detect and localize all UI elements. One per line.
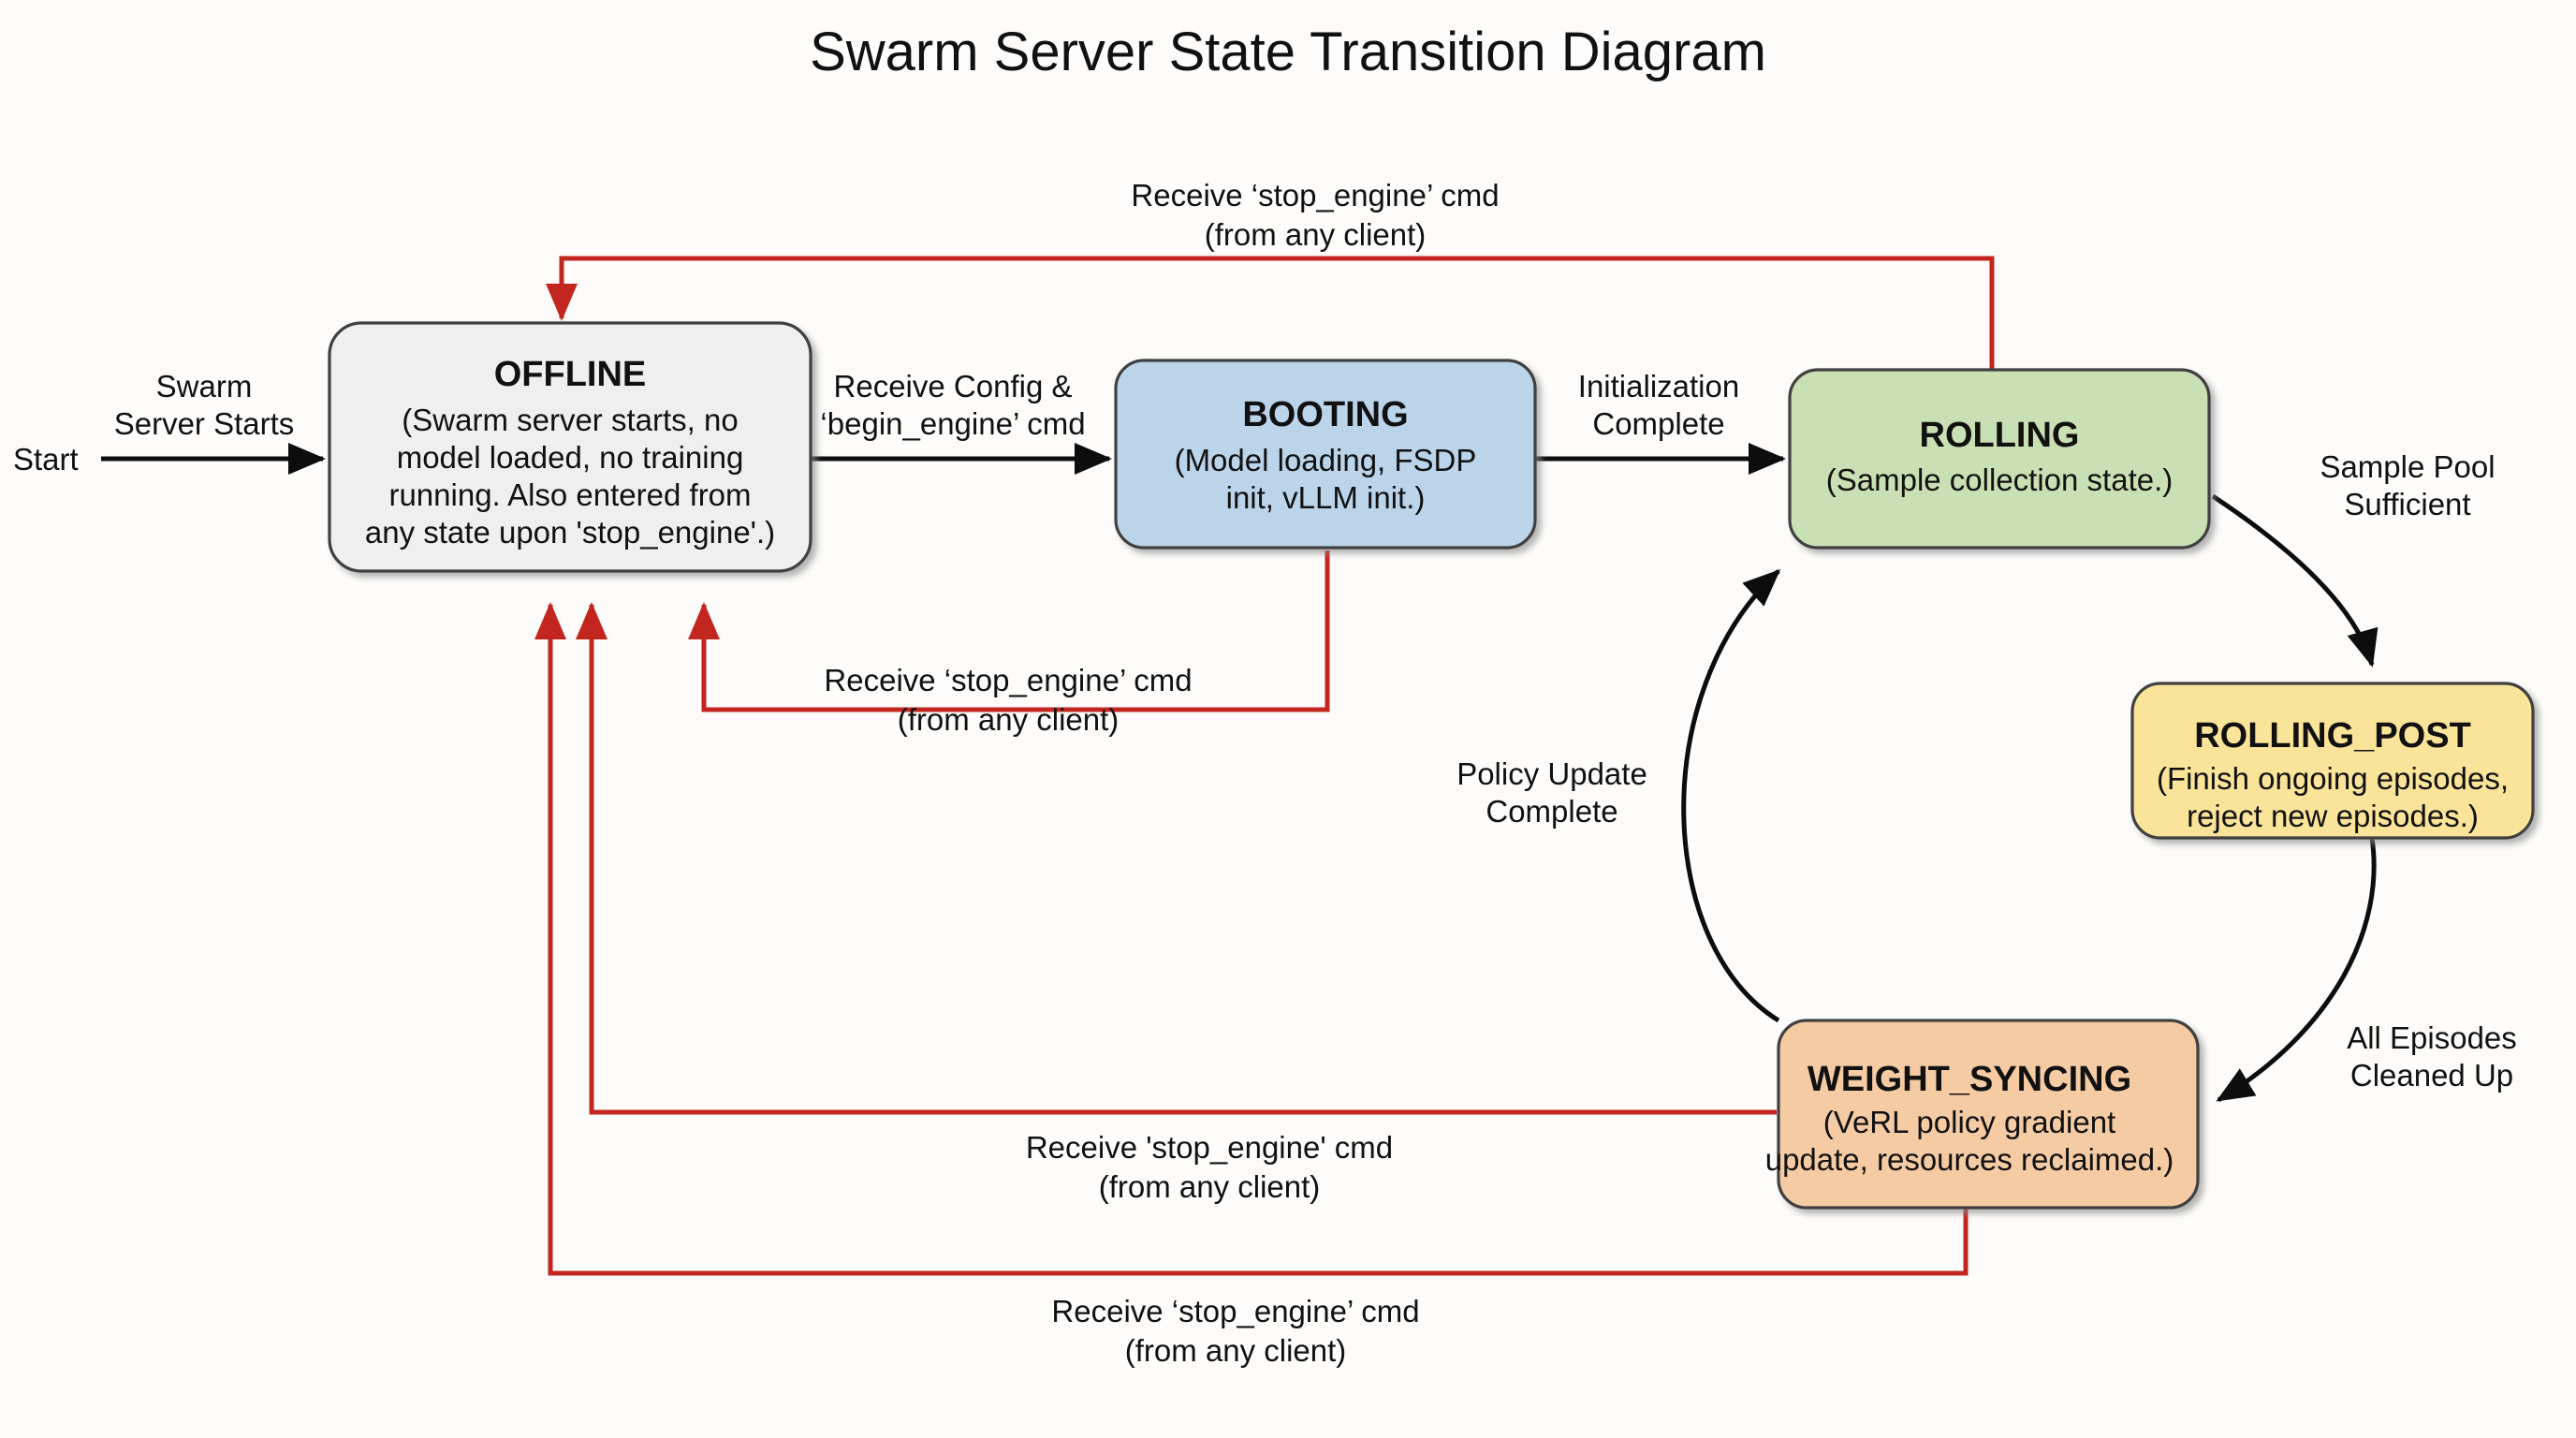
edge-weight-syncing-to-offline-stop-lower: [534, 602, 1969, 1276]
edge-rolling-post-to-weight-syncing: [2216, 837, 2377, 1103]
offline-box[interactable]: [328, 321, 812, 573]
label-booting-to-offline-stop-line-2: (from any client): [898, 702, 1120, 737]
state-node-offline[interactable]: OFFLINE (Swarm server starts, no model l…: [328, 321, 812, 573]
label-offline-to-booting-line-2: ‘begin_engine’ cmd: [820, 406, 1085, 441]
edge-weight-syncing-to-rolling: [1681, 568, 1781, 1023]
page-title: Swarm Server State Transition Diagram: [810, 22, 1766, 82]
booting-box[interactable]: [1114, 359, 1537, 550]
offline-title: OFFLINE: [494, 355, 647, 394]
label-rolling-to-rolling-post-line-1: Sample Pool: [2320, 449, 2495, 484]
edge-weight-syncing-to-offline-stop: [575, 602, 1777, 1115]
label-rolling-to-rolling-post-line-2: Sufficient: [2344, 487, 2470, 521]
offline-desc-line-2: model loaded, no training: [397, 440, 744, 475]
weight-syncing-desc-line-1: (VeRL policy gradient: [1823, 1105, 2115, 1139]
rolling-title: ROLLING: [1920, 416, 2080, 455]
label-rolling-to-offline-stop-line-2: (from any client): [1205, 217, 1427, 252]
rolling-post-desc-line-1: (Finish ongoing episodes,: [2157, 761, 2509, 796]
offline-desc-line-1: (Swarm server starts, no: [402, 403, 738, 437]
state-node-weight-syncing[interactable]: WEIGHT_SYNCING (VeRL policy gradient upd…: [1765, 1019, 2200, 1210]
offline-desc-line-4: any state upon 'stop_engine'.): [365, 515, 775, 550]
rolling-box[interactable]: [1788, 368, 2211, 550]
label-weight-syncing-to-rolling-line-2: Complete: [1486, 794, 1617, 829]
state-node-booting[interactable]: BOOTING (Model loading, FSDP init, vLLM …: [1114, 359, 1537, 550]
rolling-post-box[interactable]: [2130, 682, 2535, 840]
start-edge-label-line-1: Swarm: [156, 369, 253, 404]
label-rolling-post-to-weight-syncing-line-1: All Episodes: [2347, 1020, 2517, 1055]
label-weight-syncing-to-offline-stop-lower-line-2: (from any client): [1125, 1333, 1347, 1368]
label-booting-to-rolling-line-1: Initialization: [1578, 369, 1739, 404]
label-offline-to-booting-line-1: Receive Config &: [834, 369, 1073, 404]
rolling-desc-line-1: (Sample collection state.): [1826, 462, 2174, 497]
rolling-post-desc-line-2: reject new episodes.): [2187, 799, 2479, 833]
booting-desc-line-1: (Model loading, FSDP: [1175, 443, 1477, 477]
label-rolling-post-to-weight-syncing-line-2: Cleaned Up: [2350, 1058, 2513, 1093]
offline-desc-line-3: running. Also entered from: [388, 477, 751, 512]
weight-syncing-desc-line-2: update, resources reclaimed.): [1765, 1142, 2174, 1177]
edge-rolling-to-rolling-post: [2211, 493, 2378, 668]
label-weight-syncing-to-offline-stop-lower-line-1: Receive ‘stop_engine’ cmd: [1051, 1294, 1419, 1328]
start-edge-label-line-2: Server Starts: [114, 406, 295, 441]
state-node-rolling-post[interactable]: ROLLING_POST (Finish ongoing episodes, r…: [2130, 682, 2535, 840]
weight-syncing-title: WEIGHT_SYNCING: [1808, 1060, 2131, 1099]
edge-rolling-to-offline-stop: [546, 256, 1995, 373]
label-booting-to-offline-stop-line-1: Receive ‘stop_engine’ cmd: [824, 663, 1192, 697]
rolling-post-title: ROLLING_POST: [2194, 716, 2471, 756]
label-booting-to-rolling-line-2: Complete: [1592, 406, 1724, 441]
weight-syncing-box[interactable]: [1777, 1019, 2200, 1210]
edge-booting-to-offline-stop: [687, 550, 1330, 712]
label-weight-syncing-to-offline-stop-line-1: Receive 'stop_engine' cmd: [1026, 1130, 1393, 1165]
state-node-rolling[interactable]: ROLLING (Sample collection state.): [1788, 368, 2211, 550]
booting-title: BOOTING: [1242, 395, 1408, 434]
label-weight-syncing-to-rolling-line-1: Policy Update: [1456, 756, 1647, 791]
start-label: Start: [13, 442, 79, 477]
label-rolling-to-offline-stop-line-1: Receive ‘stop_engine’ cmd: [1131, 178, 1499, 213]
booting-desc-line-2: init, vLLM init.): [1226, 480, 1426, 515]
label-weight-syncing-to-offline-stop-line-2: (from any client): [1099, 1169, 1321, 1204]
